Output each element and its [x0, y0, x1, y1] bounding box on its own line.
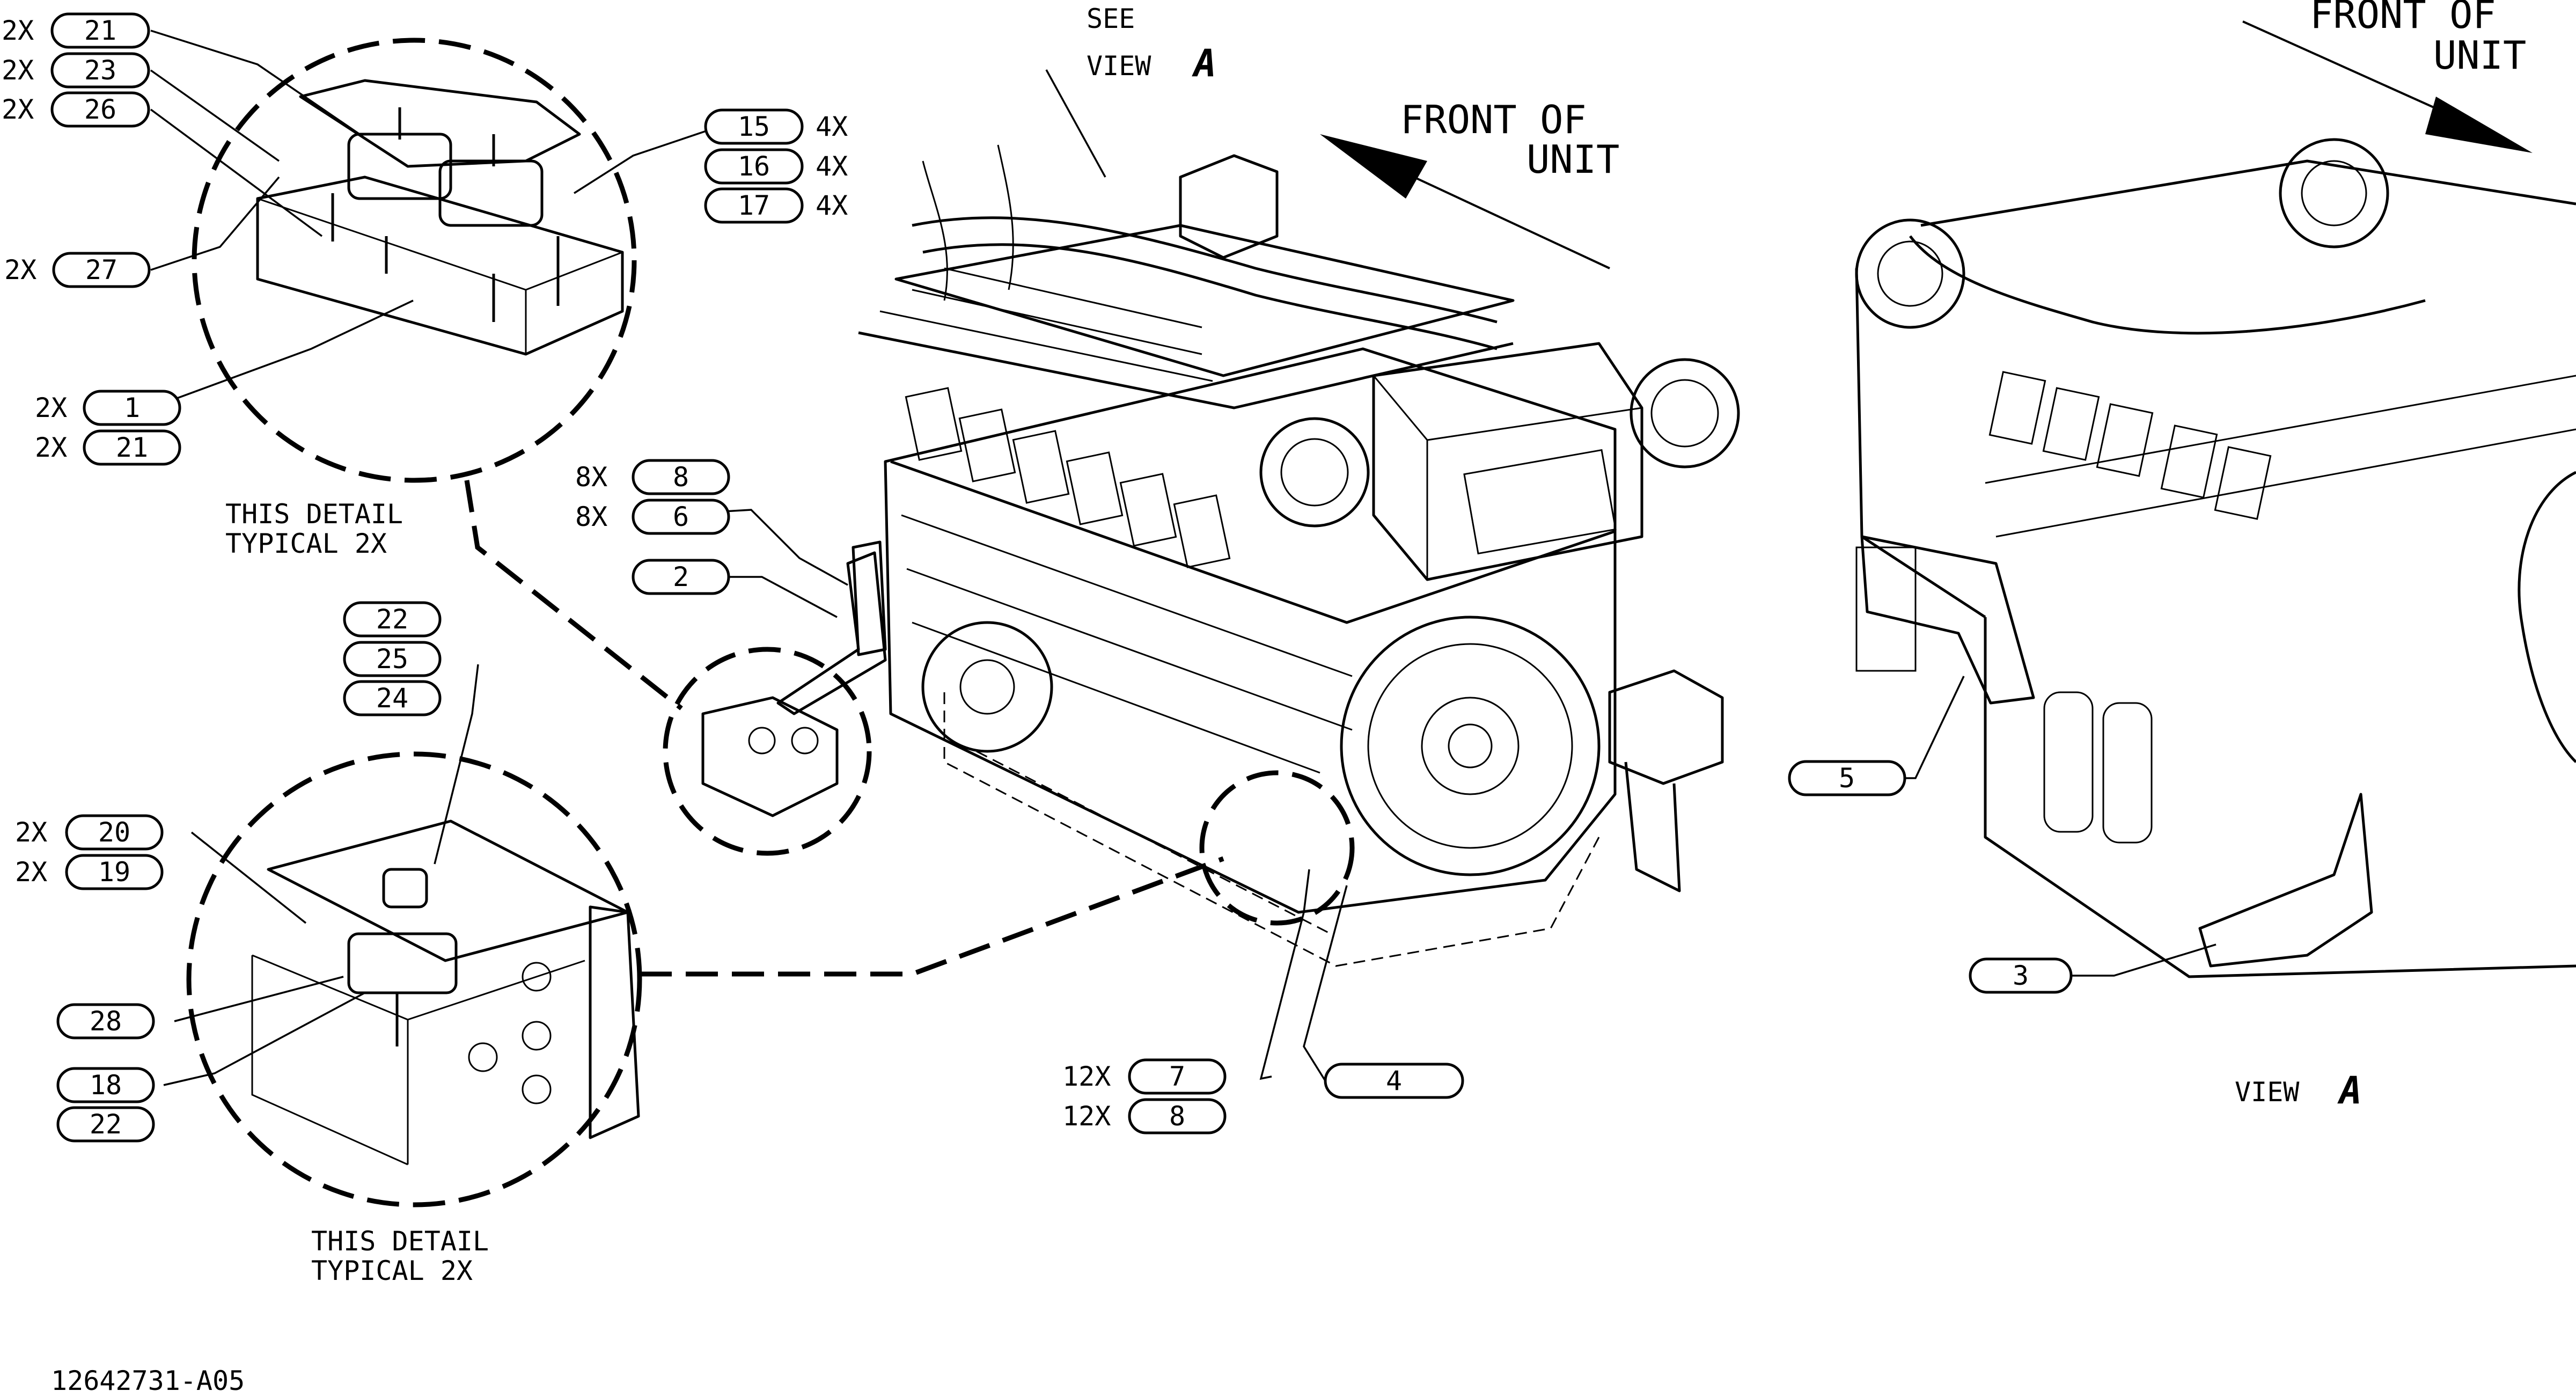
- svg-text:22: 22: [90, 1109, 122, 1140]
- callout-3: 3: [1969, 957, 2073, 994]
- callout-8a: 8 8X: [575, 459, 730, 495]
- view-a-letter: A: [2337, 1068, 2362, 1112]
- front-of-unit-main-line1: FRONT OF: [1400, 97, 1587, 142]
- labels: SEE VIEW A FRONT OF UNIT FRONT OF UNIT V…: [51, 0, 2526, 1391]
- svg-text:21: 21: [116, 432, 148, 463]
- callout-5: 5: [1788, 760, 1906, 796]
- callout-28: 28: [56, 1003, 155, 1039]
- svg-text:18: 18: [90, 1070, 122, 1101]
- detail-lower-line1: THIS DETAIL: [311, 1226, 489, 1257]
- callout-23: 23 2X: [2, 52, 150, 89]
- svg-text:2X: 2X: [15, 817, 47, 848]
- svg-text:6: 6: [673, 501, 689, 532]
- svg-text:12X: 12X: [1062, 1061, 1111, 1092]
- svg-text:3: 3: [2013, 960, 2029, 991]
- see-view-letter: A: [1192, 41, 1216, 85]
- callout-22b: 22: [56, 1106, 155, 1143]
- upper-detail-circle: [192, 38, 637, 483]
- callout-18: 18: [56, 1067, 155, 1103]
- svg-text:21: 21: [84, 15, 116, 46]
- svg-text:2X: 2X: [35, 432, 67, 463]
- detail-upper-line2: TYPICAL 2X: [225, 528, 387, 559]
- svg-text:4: 4: [1386, 1065, 1402, 1096]
- svg-text:23: 23: [84, 55, 116, 86]
- svg-text:20: 20: [98, 817, 130, 848]
- svg-text:4X: 4X: [816, 151, 848, 182]
- svg-text:27: 27: [85, 254, 118, 285]
- svg-text:16: 16: [738, 151, 770, 182]
- svg-text:1: 1: [124, 392, 140, 423]
- svg-text:2: 2: [673, 561, 689, 592]
- callout-25: 25: [343, 641, 442, 677]
- callout-21b: 21 2X: [35, 429, 181, 466]
- callout-8b: 8 12X: [1062, 1098, 1227, 1134]
- front-of-unit-side-line1: FRONT OF: [2310, 0, 2496, 37]
- callout-27: 27 2X: [4, 252, 151, 288]
- main-engine-drawing: [852, 144, 1740, 967]
- svg-text:2X: 2X: [15, 856, 47, 888]
- callout-19: 19 2X: [15, 854, 164, 890]
- detail-connectors: [464, 480, 1355, 977]
- svg-text:2X: 2X: [2, 55, 34, 86]
- callout-17: 17 4X: [704, 187, 848, 224]
- see-view-text-line1: SEE: [1087, 3, 1135, 34]
- svg-text:28: 28: [90, 1006, 122, 1037]
- callout-1: 1 2X: [35, 390, 181, 426]
- small-detail-circle: [663, 551, 887, 856]
- svg-text:24: 24: [376, 683, 408, 714]
- callout-6: 6 8X: [575, 499, 730, 535]
- svg-text:2X: 2X: [2, 94, 34, 125]
- svg-text:26: 26: [84, 94, 116, 125]
- svg-text:19: 19: [98, 856, 130, 888]
- callout-21a: 21 2X: [2, 12, 150, 49]
- callout-24: 24: [343, 680, 442, 716]
- svg-text:8X: 8X: [575, 501, 607, 532]
- svg-text:8X: 8X: [575, 462, 607, 493]
- svg-text:15: 15: [738, 111, 770, 142]
- callout-20: 20 2X: [15, 814, 164, 851]
- svg-text:8: 8: [673, 462, 689, 493]
- svg-text:7: 7: [1169, 1061, 1185, 1092]
- svg-text:8: 8: [1169, 1101, 1185, 1132]
- see-view-text-line2: VIEW: [1087, 50, 1151, 82]
- callout-16: 16 4X: [704, 148, 848, 185]
- svg-text:17: 17: [738, 190, 770, 221]
- svg-text:4X: 4X: [816, 190, 848, 221]
- svg-text:2X: 2X: [4, 254, 36, 285]
- detail-lower-line2: TYPICAL 2X: [311, 1255, 473, 1286]
- callout-26: 26 2X: [2, 91, 150, 128]
- front-of-unit-main-line2: UNIT: [1526, 137, 1619, 182]
- svg-text:2X: 2X: [2, 15, 34, 46]
- view-a-engine-drawing: [1855, 138, 2576, 978]
- callout-15: 15 4X: [704, 108, 848, 145]
- leader-lines: [150, 30, 2217, 1086]
- front-of-unit-arrow-main: [1320, 134, 1610, 269]
- svg-text:5: 5: [1839, 763, 1855, 794]
- svg-text:4X: 4X: [816, 111, 848, 142]
- callout-2: 2: [632, 559, 730, 595]
- detail-upper-line1: THIS DETAIL: [225, 499, 403, 530]
- svg-text:2X: 2X: [35, 392, 67, 423]
- callout-7: 7 12X: [1062, 1058, 1227, 1095]
- callout-4: 4: [1324, 1063, 1464, 1099]
- front-of-unit-side-line2: UNIT: [2433, 33, 2526, 78]
- svg-text:12X: 12X: [1062, 1101, 1111, 1132]
- svg-text:25: 25: [376, 643, 408, 675]
- lower-detail-circle: [186, 751, 642, 1207]
- callout-22a: 22: [343, 601, 442, 638]
- callouts: 21 2X 23 2X 26 2X 27 2X 1 2X 21 2X: [2, 12, 2073, 1143]
- drawing-number: 12642731-A05: [51, 1365, 245, 1391]
- svg-text:22: 22: [376, 604, 408, 635]
- front-of-unit-arrow-side: [2242, 20, 2533, 153]
- view-a-label: VIEW: [2235, 1077, 2300, 1108]
